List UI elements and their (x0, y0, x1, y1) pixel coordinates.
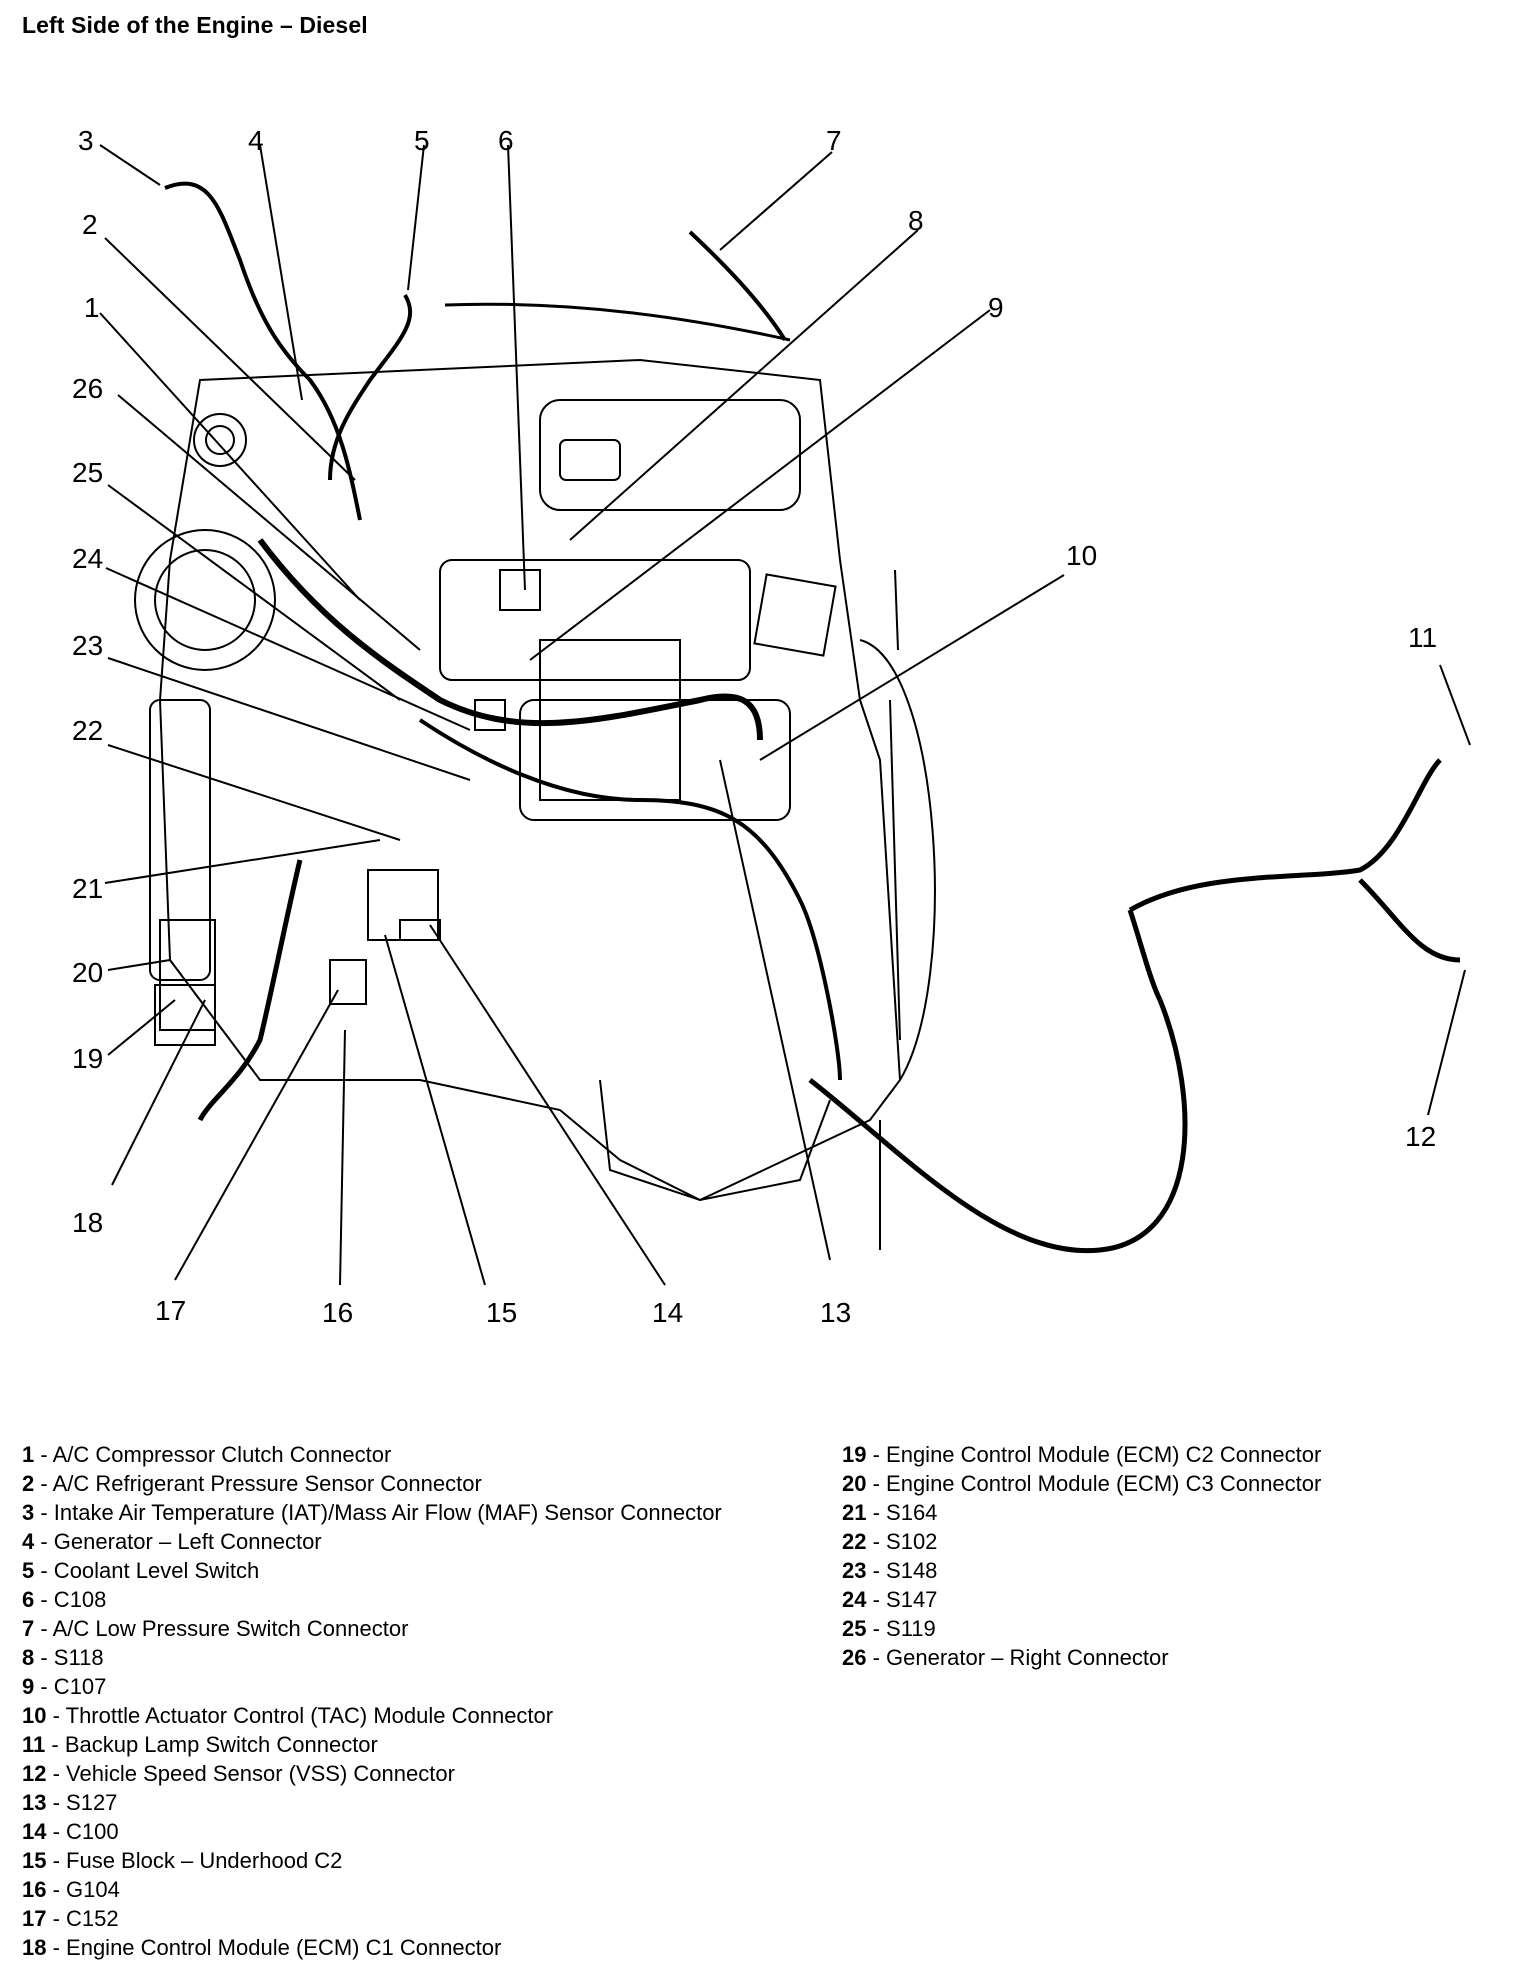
leader-lines (99, 144, 1471, 1286)
legend-item-18: 18 - Engine Control Module (ECM) C1 Conn… (22, 1935, 502, 1960)
legend-item-26: 26 - Generator – Right Connector (842, 1645, 1169, 1670)
callout-16: 16 (322, 1297, 353, 1328)
legend-item-15: 15 - Fuse Block – Underhood C2 (22, 1848, 343, 1873)
legend-item-3: 3 - Intake Air Temperature (IAT)/Mass Ai… (22, 1500, 722, 1525)
legend-item-25: 25 - S119 (842, 1616, 936, 1641)
callout-17: 17 (155, 1295, 186, 1326)
legend-item-7: 7 - A/C Low Pressure Switch Connector (22, 1616, 409, 1641)
callout-22: 22 (72, 715, 103, 746)
callout-23: 23 (72, 630, 103, 661)
legend-item-4: 4 - Generator – Left Connector (22, 1529, 322, 1554)
legend-item-9: 9 - C107 (22, 1674, 107, 1699)
legend-right-column: 19 - Engine Control Module (ECM) C2 Conn… (842, 1440, 1321, 1672)
callout-7: 7 (826, 125, 842, 156)
callout-20: 20 (72, 957, 103, 988)
callout-2: 2 (82, 209, 98, 240)
legend-item-21: 21 - S164 (842, 1500, 938, 1525)
callout-6: 6 (498, 125, 514, 156)
callout-9: 9 (988, 292, 1004, 323)
legend-item-24: 24 - S147 (842, 1587, 938, 1612)
callout-8: 8 (908, 205, 924, 236)
legend-left-column: 1 - A/C Compressor Clutch Connector 2 - … (22, 1440, 722, 1962)
callout-24: 24 (72, 543, 103, 574)
callout-4: 4 (248, 125, 264, 156)
legend-item-6: 6 - C108 (22, 1587, 107, 1612)
legend-item-23: 23 - S148 (842, 1558, 938, 1583)
page-title: Left Side of the Engine – Diesel (22, 12, 368, 38)
legend-item-12: 12 - Vehicle Speed Sensor (VSS) Connecto… (22, 1761, 455, 1786)
legend-item-5: 5 - Coolant Level Switch (22, 1558, 260, 1583)
legend-item-20: 20 - Engine Control Module (ECM) C3 Conn… (842, 1471, 1322, 1496)
legend-item-2: 2 - A/C Refrigerant Pressure Sensor Conn… (22, 1471, 482, 1496)
legend-item-11: 11 - Backup Lamp Switch Connector (22, 1732, 378, 1757)
callout-21: 21 (72, 873, 103, 904)
engine-diagram: 3 4 5 6 7 2 8 1 9 26 25 24 10 23 11 22 2… (72, 125, 1471, 1328)
callout-13: 13 (820, 1297, 851, 1328)
legend-item-17: 17 - C152 (22, 1906, 119, 1931)
legend-item-1: 1 - A/C Compressor Clutch Connector (22, 1442, 392, 1467)
legend-item-22: 22 - S102 (842, 1529, 938, 1554)
callout-15: 15 (486, 1297, 517, 1328)
legend-item-16: 16 - G104 (22, 1877, 120, 1902)
callout-10: 10 (1066, 540, 1097, 571)
callout-26: 26 (72, 373, 103, 404)
callout-14: 14 (652, 1297, 683, 1328)
callout-18: 18 (72, 1207, 103, 1238)
legend-item-13: 13 - S127 (22, 1790, 118, 1815)
callout-19: 19 (72, 1043, 103, 1074)
legend-item-19: 19 - Engine Control Module (ECM) C2 Conn… (842, 1442, 1322, 1467)
legend-item-14: 14 - C100 (22, 1819, 119, 1844)
legend-item-8: 8 - S118 (22, 1645, 104, 1670)
callout-3: 3 (78, 125, 94, 156)
engine-illustration (134, 181, 1461, 1254)
callout-12: 12 (1405, 1121, 1436, 1152)
callout-numbers: 3 4 5 6 7 2 8 1 9 26 25 24 10 23 11 22 2… (72, 125, 1437, 1328)
callout-1: 1 (84, 292, 100, 323)
callout-5: 5 (414, 125, 430, 156)
callout-25: 25 (72, 457, 103, 488)
callout-11: 11 (1408, 622, 1437, 653)
legend-item-10: 10 - Throttle Actuator Control (TAC) Mod… (22, 1703, 554, 1728)
